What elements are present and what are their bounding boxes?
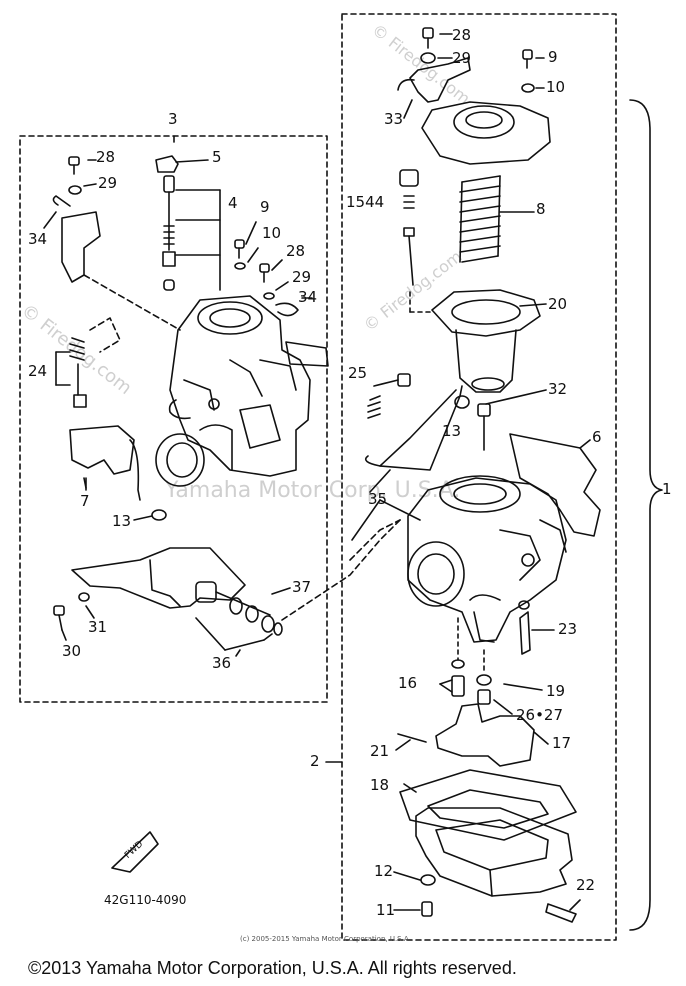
- spring-8: [459, 175, 501, 263]
- callout-25: 25: [348, 364, 368, 382]
- callout-17: 17: [552, 734, 572, 752]
- part-code: 42G110-4090: [104, 893, 187, 907]
- callout-23: 23: [558, 620, 578, 638]
- clip-34-right: [275, 302, 299, 317]
- callout-8: 8: [536, 200, 546, 218]
- shaft-37: [195, 581, 283, 636]
- float-bowl: [415, 807, 573, 897]
- washer-29-right: [420, 52, 436, 64]
- callout-29: 29: [98, 174, 118, 192]
- callout-9: 9: [260, 198, 270, 216]
- callout-24: 24: [28, 362, 48, 380]
- callout-20: 20: [548, 295, 568, 313]
- callout-1544: 1544: [346, 193, 385, 211]
- callout-32: 32: [548, 380, 568, 398]
- left-carburetor-body: [155, 295, 329, 487]
- callout-1: 1: [662, 480, 672, 498]
- callout-28: 28: [452, 26, 472, 44]
- callout-10: 10: [546, 78, 566, 96]
- callout-13: 13: [442, 422, 462, 440]
- callout-34: 34: [298, 288, 318, 306]
- nut-13-left: [151, 509, 167, 521]
- washer-19: [476, 674, 492, 686]
- top-cover: [421, 101, 551, 165]
- callout-37: 37: [292, 578, 312, 596]
- callout-18: 18: [370, 776, 390, 794]
- washer-12: [420, 874, 436, 886]
- right-carburetor-body: [407, 475, 567, 643]
- oring-4: [162, 251, 176, 267]
- screw-30: [53, 605, 65, 616]
- callout-28: 28: [286, 242, 306, 260]
- callout-31: 31: [88, 618, 108, 636]
- screw-22: [545, 903, 577, 923]
- fwd-arrow: [111, 831, 159, 873]
- float-17: [435, 703, 535, 767]
- callout-19: 19: [546, 682, 566, 700]
- jet-26-27: [477, 689, 491, 705]
- callout-6: 6: [592, 428, 602, 446]
- pin-21: [397, 733, 427, 743]
- callout-4: 4: [228, 194, 238, 212]
- needle-clip: [399, 169, 419, 187]
- callout-22: 22: [576, 876, 596, 894]
- small-copyright: (c) 2005-2015 Yamaha Motor Corporation, …: [240, 935, 411, 943]
- copyright-footer: ©2013 Yamaha Motor Corporation, U.S.A. A…: [28, 958, 517, 978]
- assembly-box-2: [341, 13, 617, 941]
- screw-11: [421, 901, 433, 917]
- throttle-rod-35: [364, 385, 463, 471]
- diaphragm-20: [431, 289, 541, 393]
- screw-4: [163, 175, 175, 193]
- callout-29: 29: [292, 268, 312, 286]
- assembly-box-3: [19, 135, 328, 703]
- washer-31: [78, 592, 90, 602]
- mount-plate: [71, 547, 246, 609]
- gasket-18: [399, 769, 577, 841]
- callout-12: 12: [374, 862, 394, 880]
- screw-32: [477, 403, 491, 417]
- jet-16: [451, 675, 465, 697]
- nut-13-right: [454, 395, 470, 409]
- watermark: Yamaha Motor Corp. U.S.A.: [165, 478, 461, 503]
- callout-33: 33: [384, 110, 404, 128]
- callout-7: 7: [80, 492, 90, 510]
- callout-30: 30: [62, 642, 82, 660]
- callout-3: 3: [168, 110, 178, 128]
- callout-10: 10: [262, 224, 282, 242]
- callout-9: 9: [548, 48, 558, 66]
- clip-34-left: [52, 195, 71, 207]
- callout-13: 13: [112, 512, 132, 530]
- screw-24: [73, 394, 87, 408]
- callout-26-27: 26•27: [516, 706, 564, 724]
- callout-36: 36: [212, 654, 232, 672]
- callout-11: 11: [376, 901, 396, 919]
- throttle-arm: [61, 211, 101, 283]
- plug-5: [155, 155, 179, 173]
- callout-28: 28: [96, 148, 116, 166]
- callout-29: 29: [452, 49, 472, 67]
- bracket-33: [409, 57, 471, 103]
- callout-21: 21: [370, 742, 390, 760]
- callout-5: 5: [212, 148, 222, 166]
- brace-1: [629, 99, 663, 931]
- washer-29-left: [68, 185, 82, 195]
- spring-4: [163, 225, 175, 245]
- callout-34: 34: [28, 230, 48, 248]
- spring-24: [69, 337, 85, 361]
- callout-35: 35: [368, 490, 388, 508]
- bracket-7: [69, 425, 135, 475]
- screw-25: [397, 373, 411, 387]
- callout-2: 2: [310, 752, 320, 770]
- screw-23: [519, 611, 531, 655]
- screw-28-left: [68, 156, 80, 175]
- callout-16: 16: [398, 674, 418, 692]
- bracket-6: [509, 433, 601, 537]
